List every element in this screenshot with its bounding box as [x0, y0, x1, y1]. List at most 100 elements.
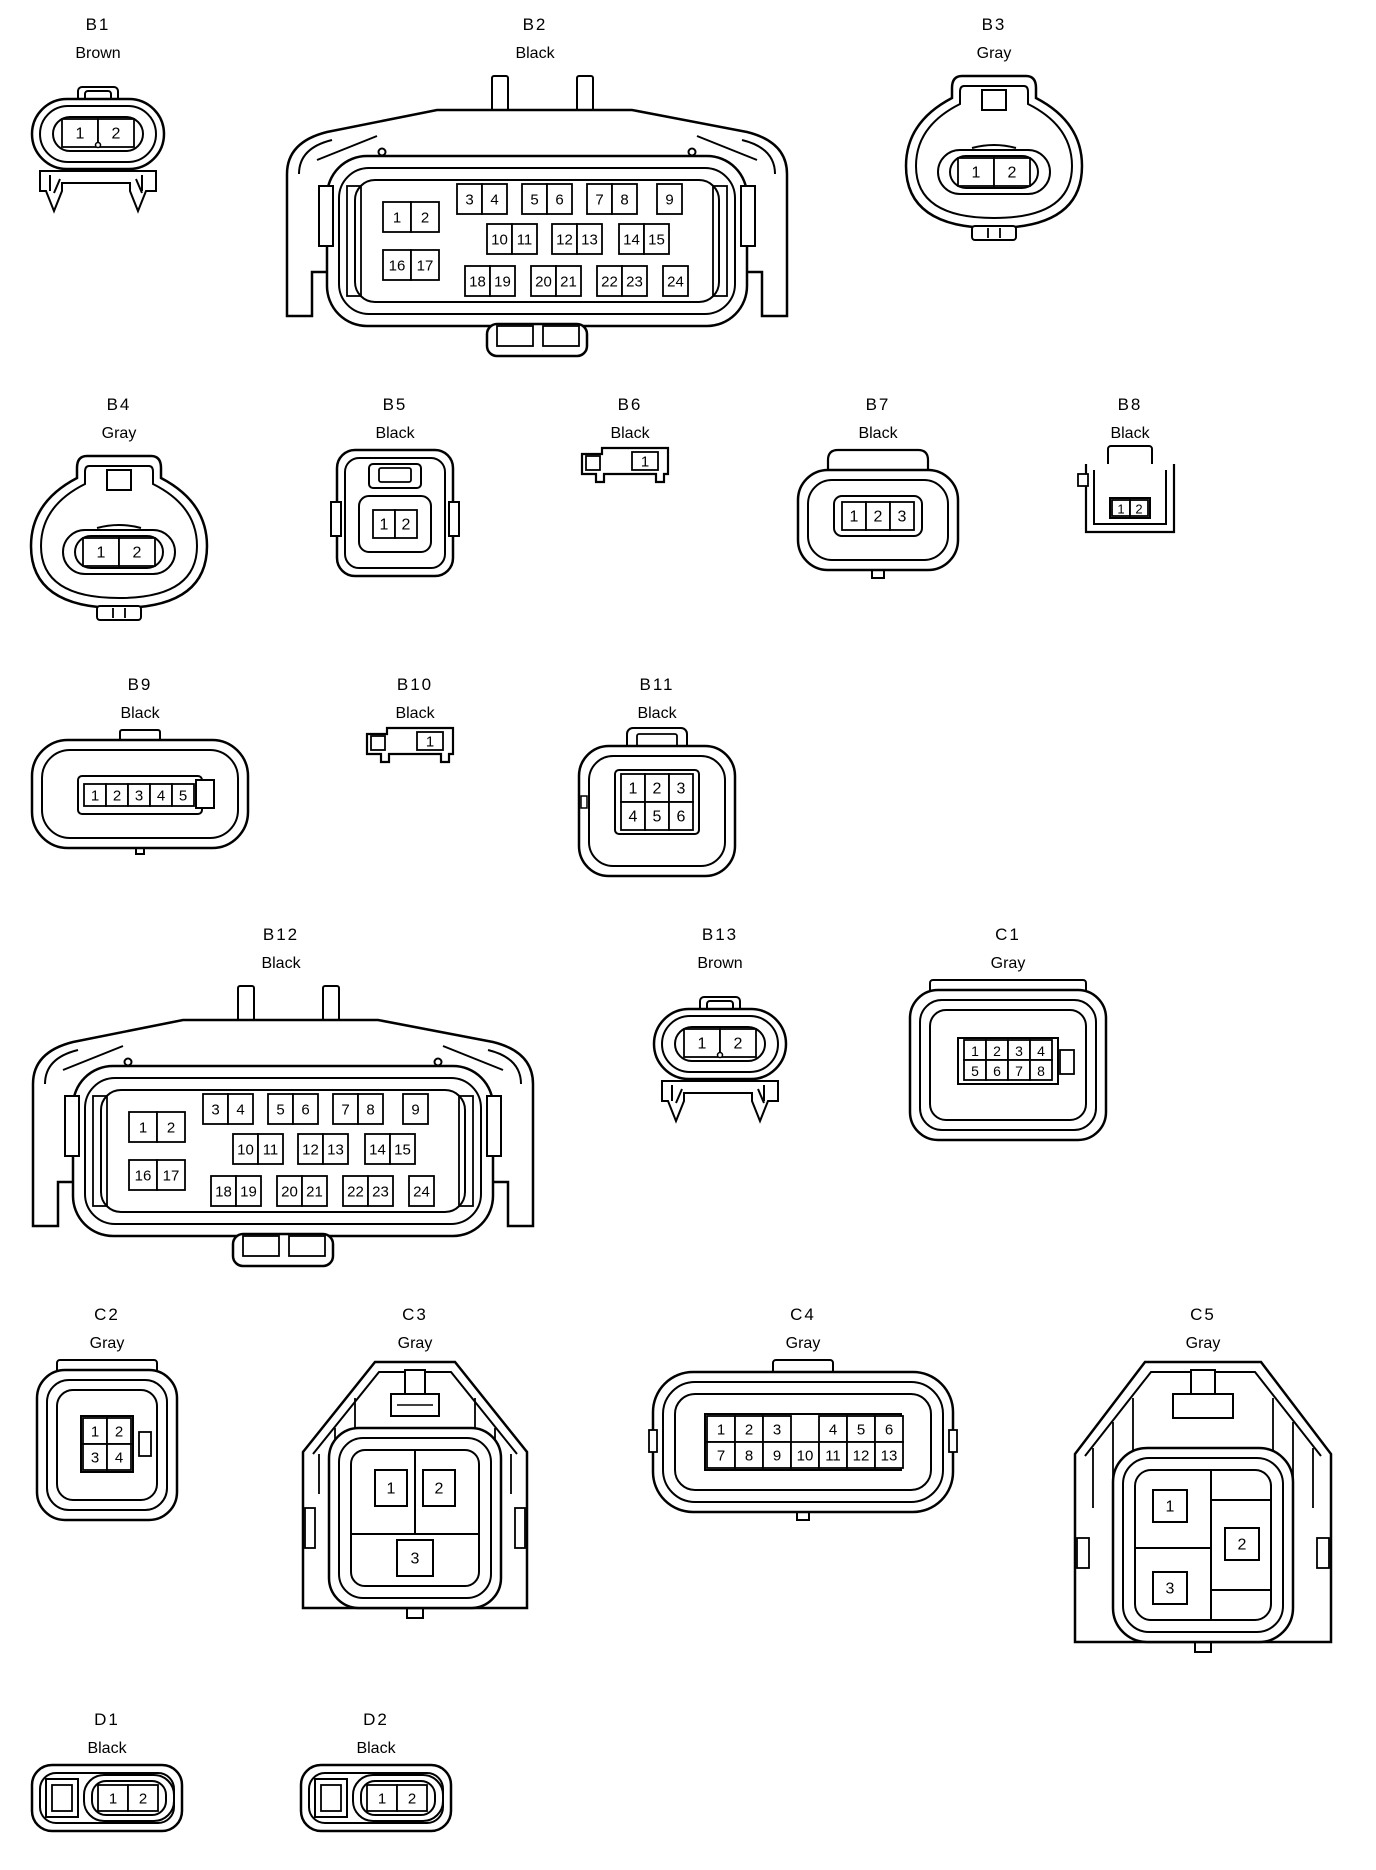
connector-color-label: Black [1110, 425, 1150, 442]
connector-color-label: Black [858, 425, 898, 442]
connector-color-label: Black [395, 705, 435, 722]
connector-id-label: B4 [107, 395, 132, 414]
pin-2: 2 [435, 1481, 444, 1498]
pin-8: 8 [1037, 1063, 1045, 1079]
pin-2: 2 [874, 509, 883, 526]
pin-22: 22 [347, 1184, 364, 1201]
pin-18: 18 [469, 274, 486, 291]
pin-4: 4 [115, 1450, 123, 1467]
pin-7: 7 [1015, 1063, 1023, 1079]
pin-3: 3 [898, 509, 907, 526]
connector-id-label: B7 [866, 395, 891, 414]
connector-color-label: Brown [75, 45, 120, 62]
connector-color-label: Black [610, 425, 650, 442]
pin-3: 3 [465, 192, 473, 209]
pin-10: 10 [491, 232, 508, 249]
connector-color-label: Black [375, 425, 415, 442]
pin-5: 5 [653, 809, 662, 826]
connector-color-label: Black [637, 705, 677, 722]
pin-2: 2 [139, 1791, 147, 1808]
pin-3: 3 [773, 1422, 781, 1439]
connector-id-label: B10 [397, 675, 433, 694]
connector-color-label: Gray [90, 1335, 125, 1352]
pin-1: 1 [91, 788, 99, 805]
pin-2: 2 [653, 781, 662, 798]
pin-1: 1 [91, 1424, 99, 1441]
connector-id-label: D2 [363, 1710, 389, 1729]
connector-id-label: B2 [523, 15, 548, 34]
pin-2: 2 [1008, 165, 1017, 182]
connector-id-label: B5 [383, 395, 408, 414]
pin-1: 1 [850, 509, 859, 526]
pin-19: 19 [240, 1184, 257, 1201]
pin-5: 5 [971, 1063, 979, 1079]
pin-2: 2 [112, 126, 121, 143]
pin-2: 2 [408, 1791, 416, 1808]
connector-id-label: B8 [1118, 395, 1143, 414]
pin-9: 9 [773, 1448, 781, 1465]
pin-13: 13 [581, 232, 598, 249]
pin-20: 20 [281, 1184, 298, 1201]
pin-1: 1 [972, 165, 981, 182]
pin-8: 8 [366, 1102, 374, 1119]
pin-2: 2 [133, 545, 142, 562]
pin-18: 18 [215, 1184, 232, 1201]
pin-12: 12 [556, 232, 573, 249]
pin-4: 4 [490, 192, 498, 209]
pin-21: 21 [306, 1184, 323, 1201]
pin-1: 1 [971, 1043, 979, 1059]
pin-1: 1 [380, 517, 389, 534]
pin-4: 4 [157, 788, 165, 805]
connector-id-label: B13 [702, 925, 738, 944]
connector-color-label: Gray [977, 45, 1012, 62]
connector-color-label: Gray [991, 955, 1026, 972]
pin-23: 23 [372, 1184, 389, 1201]
pin-13: 13 [881, 1448, 898, 1465]
connector-color-label: Gray [102, 425, 137, 442]
pin-3: 3 [91, 1450, 99, 1467]
pin-6: 6 [555, 192, 563, 209]
connector-id-label: B3 [982, 15, 1007, 34]
pin-5: 5 [276, 1102, 284, 1119]
pin-10: 10 [237, 1142, 254, 1159]
pin-2: 2 [113, 788, 121, 805]
pin-5: 5 [179, 788, 187, 805]
pin-14: 14 [623, 232, 640, 249]
connector-color-label: Gray [398, 1335, 433, 1352]
connector-color-label: Black [356, 1740, 396, 1757]
pin-4: 4 [829, 1422, 837, 1439]
connector-id-label: C1 [995, 925, 1021, 944]
pin-1: 1 [393, 210, 401, 227]
pin-5: 5 [530, 192, 538, 209]
pin-4: 4 [236, 1102, 244, 1119]
pin-8: 8 [745, 1448, 753, 1465]
pin-1: 1 [698, 1036, 707, 1053]
pin-1: 1 [1117, 502, 1124, 517]
connector-color-label: Brown [697, 955, 742, 972]
pin-9: 9 [665, 192, 673, 209]
pin-3: 3 [411, 1551, 420, 1568]
connector-id-label: C2 [94, 1305, 120, 1324]
pin-2: 2 [745, 1422, 753, 1439]
pin-15: 15 [648, 232, 665, 249]
pin-2: 2 [1238, 1537, 1247, 1554]
connector-color-label: Gray [786, 1335, 821, 1352]
connector-id-label: D1 [94, 1710, 120, 1729]
connector-color-label: Black [261, 955, 301, 972]
connector-color-label: Black [87, 1740, 127, 1757]
pin-9: 9 [411, 1102, 419, 1119]
connector-color-label: Black [515, 45, 555, 62]
